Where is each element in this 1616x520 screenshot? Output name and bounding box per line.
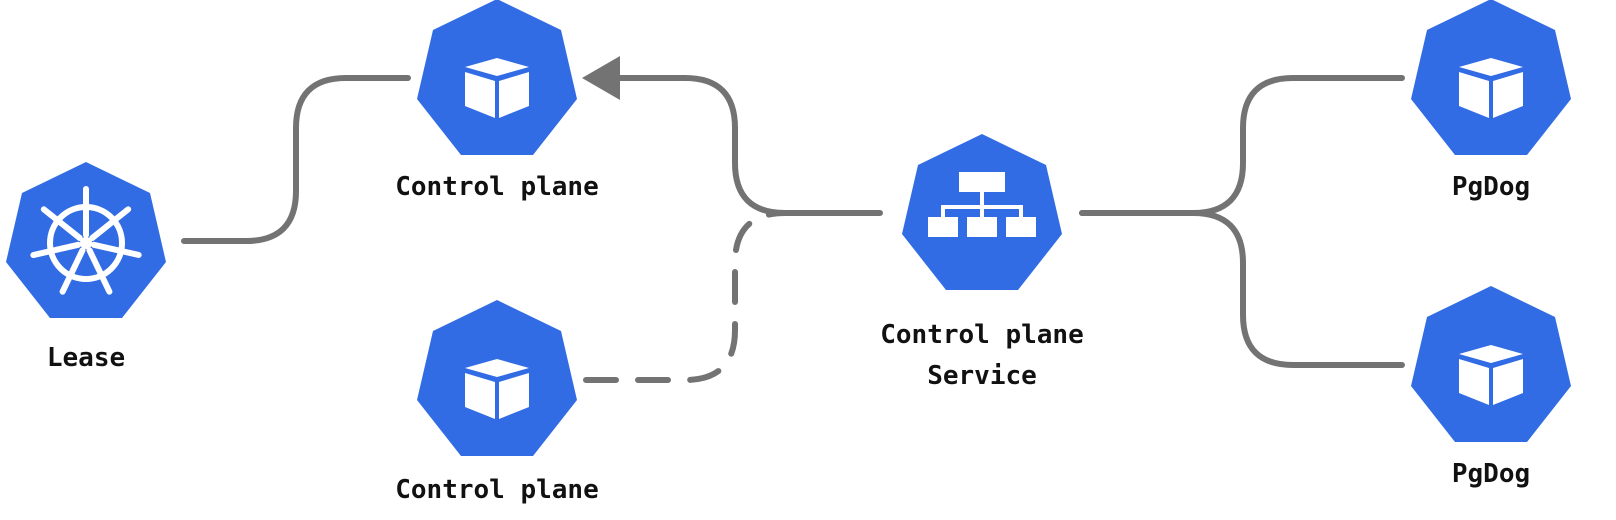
standby-to-service-connector [583, 210, 788, 383]
control-plane-standby-label: Control plane [395, 475, 599, 505]
hierarchy-icon [928, 172, 1036, 237]
arrowhead-icon [582, 56, 620, 100]
service-to-pgdog-top-connector [1079, 75, 1405, 216]
service-to-pgdog-bottom-connector [1079, 210, 1405, 368]
control-plane-standby-node [417, 300, 577, 456]
connectors [181, 56, 1405, 383]
service-label-line1: Control plane [880, 320, 1084, 350]
service-to-control-plane-connector [617, 75, 883, 216]
lease-label: Lease [47, 343, 125, 373]
control-plane-primary-node [417, 0, 577, 155]
lease-node [6, 162, 166, 318]
pgdog-bottom-label: PgDog [1452, 459, 1530, 489]
service-node [902, 134, 1062, 290]
service-label-line2: Service [927, 361, 1037, 391]
lease-to-control-plane-connector [181, 75, 411, 244]
pgdog-bottom-node [1411, 286, 1571, 442]
kubernetes-helm-icon [30, 186, 142, 295]
pgdog-top-node [1411, 0, 1571, 155]
control-plane-primary-label: Control plane [395, 172, 599, 202]
pgdog-top-label: PgDog [1452, 172, 1530, 202]
